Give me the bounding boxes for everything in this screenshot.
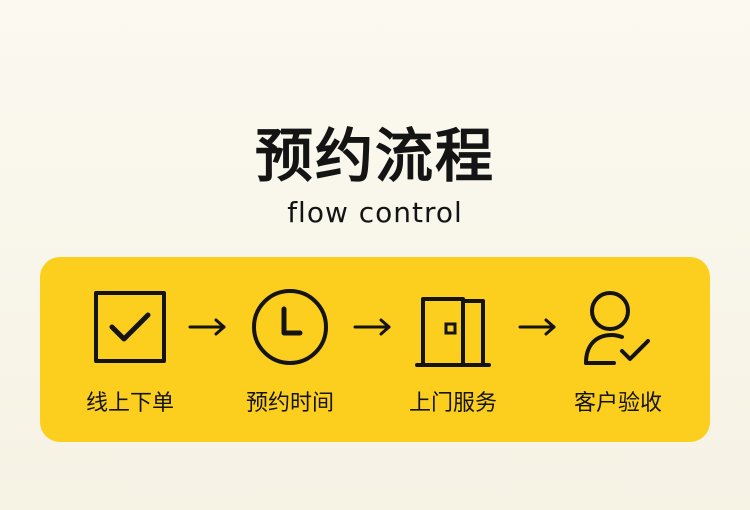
arrow-right-icon <box>353 317 393 337</box>
page-subtitle: flow control <box>287 196 463 229</box>
step-order-online: 线上下单 <box>50 287 200 427</box>
step-schedule-time: 预约时间 <box>210 287 360 427</box>
step-label: 预约时间 <box>245 391 334 416</box>
step-customer-acceptance: 客户验收 <box>538 287 688 427</box>
step-label: 线上下单 <box>85 391 174 416</box>
arrow-right-icon <box>518 317 558 337</box>
step-label: 上门服务 <box>408 391 497 416</box>
step-label: 客户验收 <box>573 391 662 416</box>
user-check-icon <box>578 287 658 367</box>
step-onsite-service: 上门服务 <box>373 287 523 427</box>
checkbox-icon <box>90 287 170 367</box>
door-icon <box>413 287 493 367</box>
arrow-right-icon <box>188 317 228 337</box>
clock-icon <box>250 287 330 367</box>
process-panel: 线上下单 预约时间 上门服务 <box>40 257 710 442</box>
page-title: 预约流程 <box>254 122 495 190</box>
